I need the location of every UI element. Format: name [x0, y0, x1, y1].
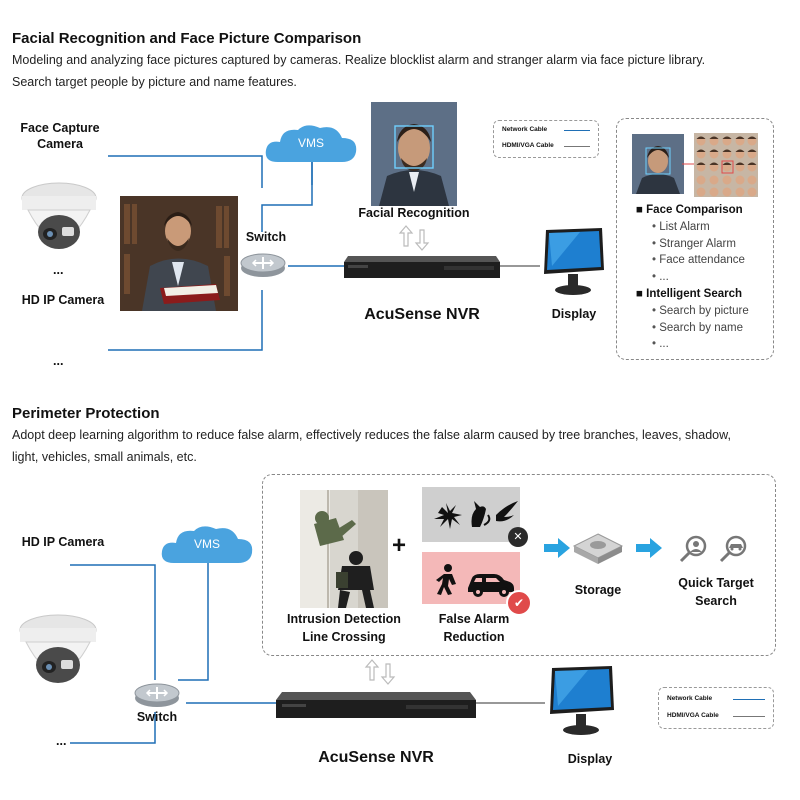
feature-search-picture: Search by picture	[652, 303, 768, 320]
legend-network-line	[564, 130, 590, 132]
section1-desc: Modeling and analyzing face pictures cap…	[12, 49, 792, 93]
face-capture-line1: Face Capture	[20, 121, 100, 135]
feature-list-alarm: List Alarm	[652, 219, 768, 236]
section1-desc-line2: Search target people by picture and name…	[12, 75, 297, 89]
feature-stranger-alarm: Stranger Alarm	[652, 236, 768, 253]
storage-icon	[572, 533, 624, 564]
perimeter-process-box	[262, 474, 776, 656]
cable-legend: Network Cable HDMI/VGA Cable	[493, 120, 599, 158]
features-box	[616, 118, 774, 360]
vms-label-2: VMS	[193, 537, 220, 551]
nvr-device-icon-2	[276, 692, 476, 718]
legend-network-label-2: Network Cable	[667, 695, 713, 702]
face-comparison-heading: ■ Face Comparison	[636, 204, 743, 216]
hd-ip-camera-label: HD IP Camera	[21, 293, 105, 307]
false-alarm-reduction-label: False Alarm Reduction	[416, 610, 532, 646]
camera-ellipsis-2: ...	[56, 734, 67, 748]
plus-sign: +	[392, 532, 407, 559]
display-label-2: Display	[567, 752, 613, 766]
facial-recognition-label: Facial Recognition	[358, 206, 470, 220]
feature-face-attendance: Face attendance	[652, 252, 768, 269]
intelligent-search-heading: ■ Intelligent Search	[636, 288, 743, 300]
feature-search-name: Search by name	[652, 320, 768, 337]
false-alarm-line2: Reduction	[443, 630, 505, 644]
section2-desc: Adopt deep learning algorithm to reduce …	[12, 424, 796, 468]
bidirectional-arrow-icon-2	[364, 659, 396, 685]
feature-more-1: ...	[652, 269, 768, 286]
switch-label: Switch	[245, 230, 287, 244]
dome-camera-icon	[21, 182, 97, 249]
vms-label: VMS	[297, 136, 324, 150]
intrusion-line1: Intrusion Detection	[287, 612, 401, 626]
true-alarm-panel: ✔	[422, 552, 532, 616]
intrusion-detection-label: Intrusion Detection Line Crossing	[280, 610, 408, 646]
facial-recognition-photo	[371, 102, 457, 206]
section1-desc-line1: Modeling and analyzing face pictures cap…	[12, 53, 706, 67]
face-comparison-list: ■ Face Comparison List Alarm Stranger Al…	[636, 204, 768, 285]
section2-desc-line1: Adopt deep learning algorithm to reduce …	[12, 428, 731, 442]
nvr-device-icon	[344, 256, 500, 278]
nvr-label: AcuSense NVR	[364, 306, 480, 323]
target-face-photo	[632, 134, 684, 194]
feature-more-2: ...	[652, 336, 768, 353]
face-comparison-heading-text: Face Comparison	[646, 204, 743, 216]
camera-ellipsis-bottom: ...	[53, 354, 64, 368]
section2-title: Perimeter Protection	[12, 405, 160, 422]
intrusion-line2: Line Crossing	[302, 630, 386, 644]
display-label: Display	[551, 307, 597, 321]
legend-hdmi-label-2: HDMI/VGA Cable	[667, 712, 719, 719]
legend-network-label: Network Cable	[502, 126, 548, 133]
bidirectional-arrow-icon	[398, 225, 430, 251]
quick-line2: Search	[695, 594, 737, 608]
dome-camera-icon-2	[19, 614, 97, 683]
switch-icon-2	[134, 683, 180, 707]
section1-title: Facial Recognition and Face Picture Comp…	[12, 30, 362, 47]
quick-target-search-label: Quick Target Search	[668, 574, 764, 610]
legend-hdmi-label: HDMI/VGA Cable	[502, 142, 554, 149]
nvr-label-2: AcuSense NVR	[318, 749, 434, 766]
camera-ellipsis-top: ...	[53, 263, 64, 277]
face-capture-line2: Camera	[37, 137, 83, 151]
confirm-check-icon: ✔	[506, 590, 532, 616]
intrusion-photo	[300, 490, 388, 608]
leaves-animal-bird-icons	[434, 501, 518, 529]
storage-label: Storage	[574, 583, 622, 597]
vms-cloud-2: VMS	[158, 523, 256, 567]
flow-arrow-icon-1	[544, 538, 570, 558]
filtered-objects-panel: ✕	[422, 487, 528, 547]
face-capture-camera-label: Face Capture Camera	[18, 121, 102, 151]
intelligent-search-heading-text: Intelligent Search	[646, 288, 743, 300]
monitor-icon-2	[550, 666, 614, 735]
face-library-grid	[694, 133, 758, 197]
switch-label-2: Switch	[136, 710, 178, 724]
legend-network-line-2	[733, 699, 765, 701]
false-alarm-line1: False Alarm	[438, 612, 510, 626]
section2-desc-line2: light, vehicles, small animals, etc.	[12, 450, 197, 464]
compare-connector-line	[682, 163, 696, 165]
person-car-icons	[436, 564, 514, 597]
reject-x-icon: ✕	[508, 527, 528, 547]
cable-legend-2: Network Cable HDMI/VGA Cable	[658, 687, 774, 729]
flow-arrow-icon-2	[636, 538, 662, 558]
intelligent-search-list: ■ Intelligent Search Search by picture S…	[636, 288, 768, 353]
monitor-icon	[544, 228, 604, 295]
vms-cloud: VMS	[262, 122, 360, 166]
quick-line1: Quick Target	[678, 576, 754, 590]
hd-ip-camera-label-2: HD IP Camera	[21, 535, 105, 549]
person-reading-photo	[120, 196, 238, 311]
target-search-icon	[679, 535, 747, 563]
legend-hdmi-line	[564, 146, 590, 148]
switch-icon	[240, 253, 286, 277]
legend-hdmi-line-2	[733, 716, 765, 718]
